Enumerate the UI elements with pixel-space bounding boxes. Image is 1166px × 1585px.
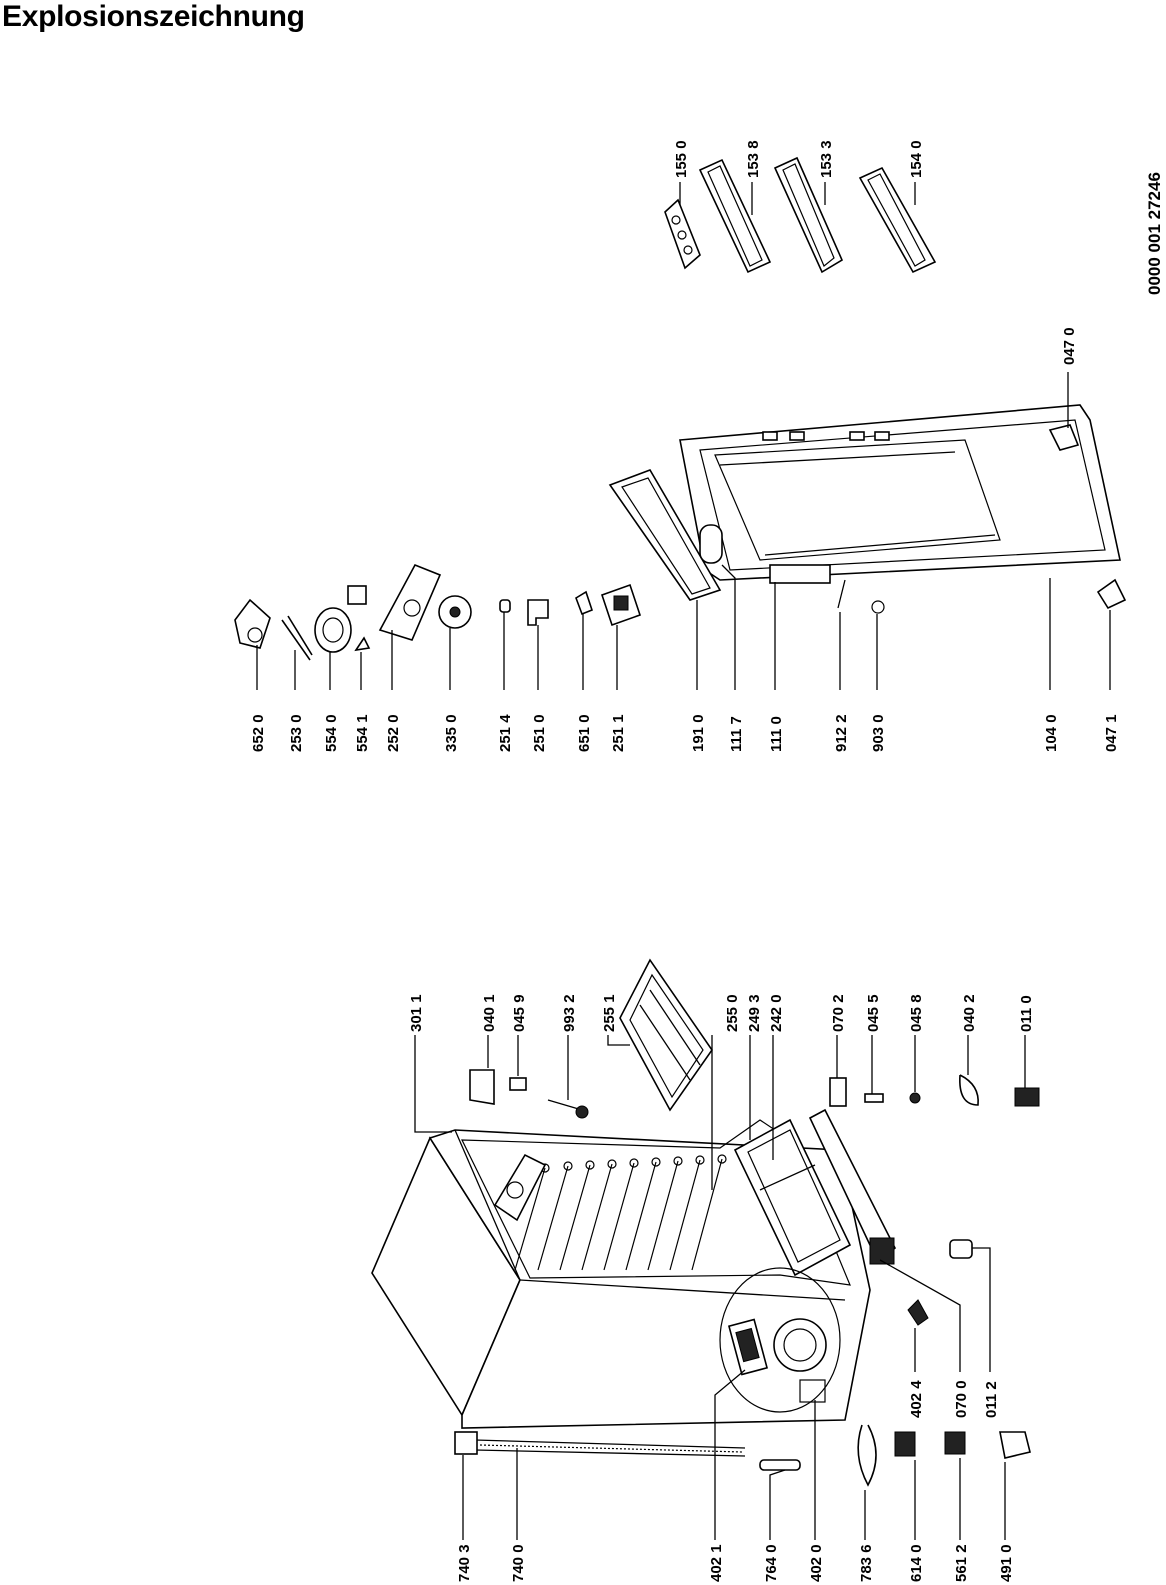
label-045-8: 045 8 [908,994,925,1032]
condenser-grille [454,1431,801,1471]
loose-parts-left [469,958,1040,1487]
shelf-ribs [514,1154,727,1271]
document-number: 0000 001 27246 [1145,172,1164,295]
label-301-1: 301 1 [408,994,425,1032]
label-191-0: 191 0 [690,714,707,752]
label-104-0: 104 0 [1043,714,1060,752]
bottom-rail [808,1108,897,1264]
part-labels: 740 3 740 0 402 1 764 0 402 0 783 6 614 … [250,140,1164,1582]
page-title: Explosionszeichnung [2,0,305,33]
door-gasket [608,469,722,601]
label-554-0: 554 0 [323,714,340,752]
label-047-0: 047 0 [1061,327,1078,365]
label-740-0: 740 0 [510,1544,527,1582]
label-491-0: 491 0 [998,1544,1015,1582]
control-parts [234,563,642,661]
label-335-0: 335 0 [443,714,460,752]
label-252-0: 252 0 [385,714,402,752]
label-783-6: 783 6 [858,1544,875,1582]
label-740-3: 740 3 [456,1544,473,1582]
compressor-detail [719,1267,841,1413]
label-402-0: 402 0 [808,1544,825,1582]
label-251-0: 251 0 [531,714,548,752]
label-251-4: 251 4 [497,714,514,752]
label-253-0: 253 0 [288,714,305,752]
label-045-9: 045 9 [511,994,528,1032]
crisper-drawer [733,1118,852,1277]
label-111-7: 111 7 [728,716,745,752]
label-011-0: 011 0 [1018,995,1035,1032]
label-614-0: 614 0 [908,1544,925,1582]
label-153-8: 153 8 [745,140,762,178]
label-040-2: 040 2 [961,994,978,1032]
label-111-0: 111 0 [768,716,785,752]
label-070-2: 070 2 [830,994,847,1032]
label-251-1: 251 1 [610,714,627,752]
label-255-1: 255 1 [601,994,618,1032]
label-561-2: 561 2 [953,1544,970,1582]
label-242-0: 242 0 [768,994,785,1032]
label-912-2: 912 2 [833,714,850,752]
label-154-0: 154 0 [908,140,925,178]
label-993-2: 993 2 [561,994,578,1032]
label-255-0: 255 0 [724,994,741,1032]
label-249-3: 249 3 [746,994,763,1032]
label-011-2: 011 2 [983,1381,1000,1418]
leader-lines [256,182,1111,1540]
label-153-3: 153 3 [818,140,835,178]
label-155-0: 155 0 [673,140,690,178]
label-402-4: 402 4 [908,1380,925,1418]
label-903-0: 903 0 [870,714,887,752]
label-651-0: 651 0 [576,714,593,752]
label-045-5: 045 5 [865,994,882,1032]
door-assembly [608,404,1127,614]
label-652-0: 652 0 [250,714,267,752]
label-047-1: 047 1 [1103,714,1120,752]
door-shelves [664,156,937,274]
shelf-grid [619,958,713,1112]
thermostat-housing [493,1153,547,1222]
label-040-1: 040 1 [481,994,498,1032]
label-070-0: 070 0 [953,1380,970,1418]
label-402-1: 402 1 [708,1544,725,1582]
label-764-0: 764 0 [763,1544,780,1582]
label-554-1: 554 1 [354,714,371,752]
